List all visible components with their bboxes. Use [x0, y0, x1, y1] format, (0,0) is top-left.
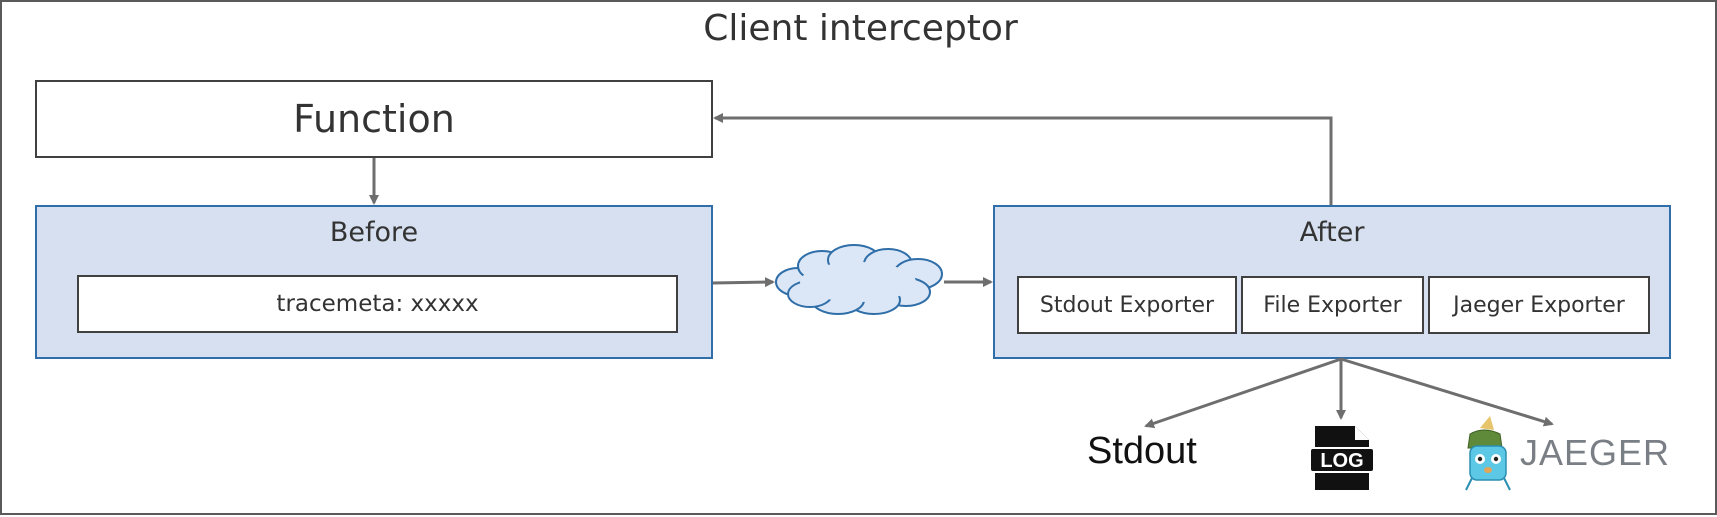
- jaeger-logo-text: JAEGER: [1520, 432, 1671, 473]
- after-panel: After Stdout Exporter File Exporter Jaeg…: [993, 205, 1671, 359]
- arrow-to-stdout: [1144, 357, 1342, 429]
- diagram-title: Client interceptor: [703, 8, 1018, 49]
- tracemeta-field: tracemeta: xxxxx: [77, 275, 678, 333]
- jaeger-mascot-icon: [1465, 416, 1511, 491]
- file-exporter-box: File Exporter: [1241, 276, 1424, 334]
- arrow-before-to-cloud: [712, 277, 775, 288]
- after-label: After: [1299, 217, 1365, 248]
- cloud-icon: [775, 244, 943, 315]
- function-box: Function: [35, 80, 713, 158]
- log-file-icon: LOG: [1309, 426, 1375, 490]
- arrow-to-jaeger: [1340, 357, 1554, 427]
- jaeger-exporter-box: Jaeger Exporter: [1428, 276, 1650, 334]
- arrow-after-to-function: [713, 113, 1333, 205]
- function-label: Function: [293, 97, 455, 141]
- before-panel: Before tracemeta: xxxxx: [35, 205, 713, 359]
- stdout-exporter-box: Stdout Exporter: [1017, 276, 1237, 334]
- stdout-output-label: Stdout: [1087, 430, 1197, 472]
- log-text: LOG: [1320, 450, 1363, 472]
- before-label: Before: [329, 217, 419, 248]
